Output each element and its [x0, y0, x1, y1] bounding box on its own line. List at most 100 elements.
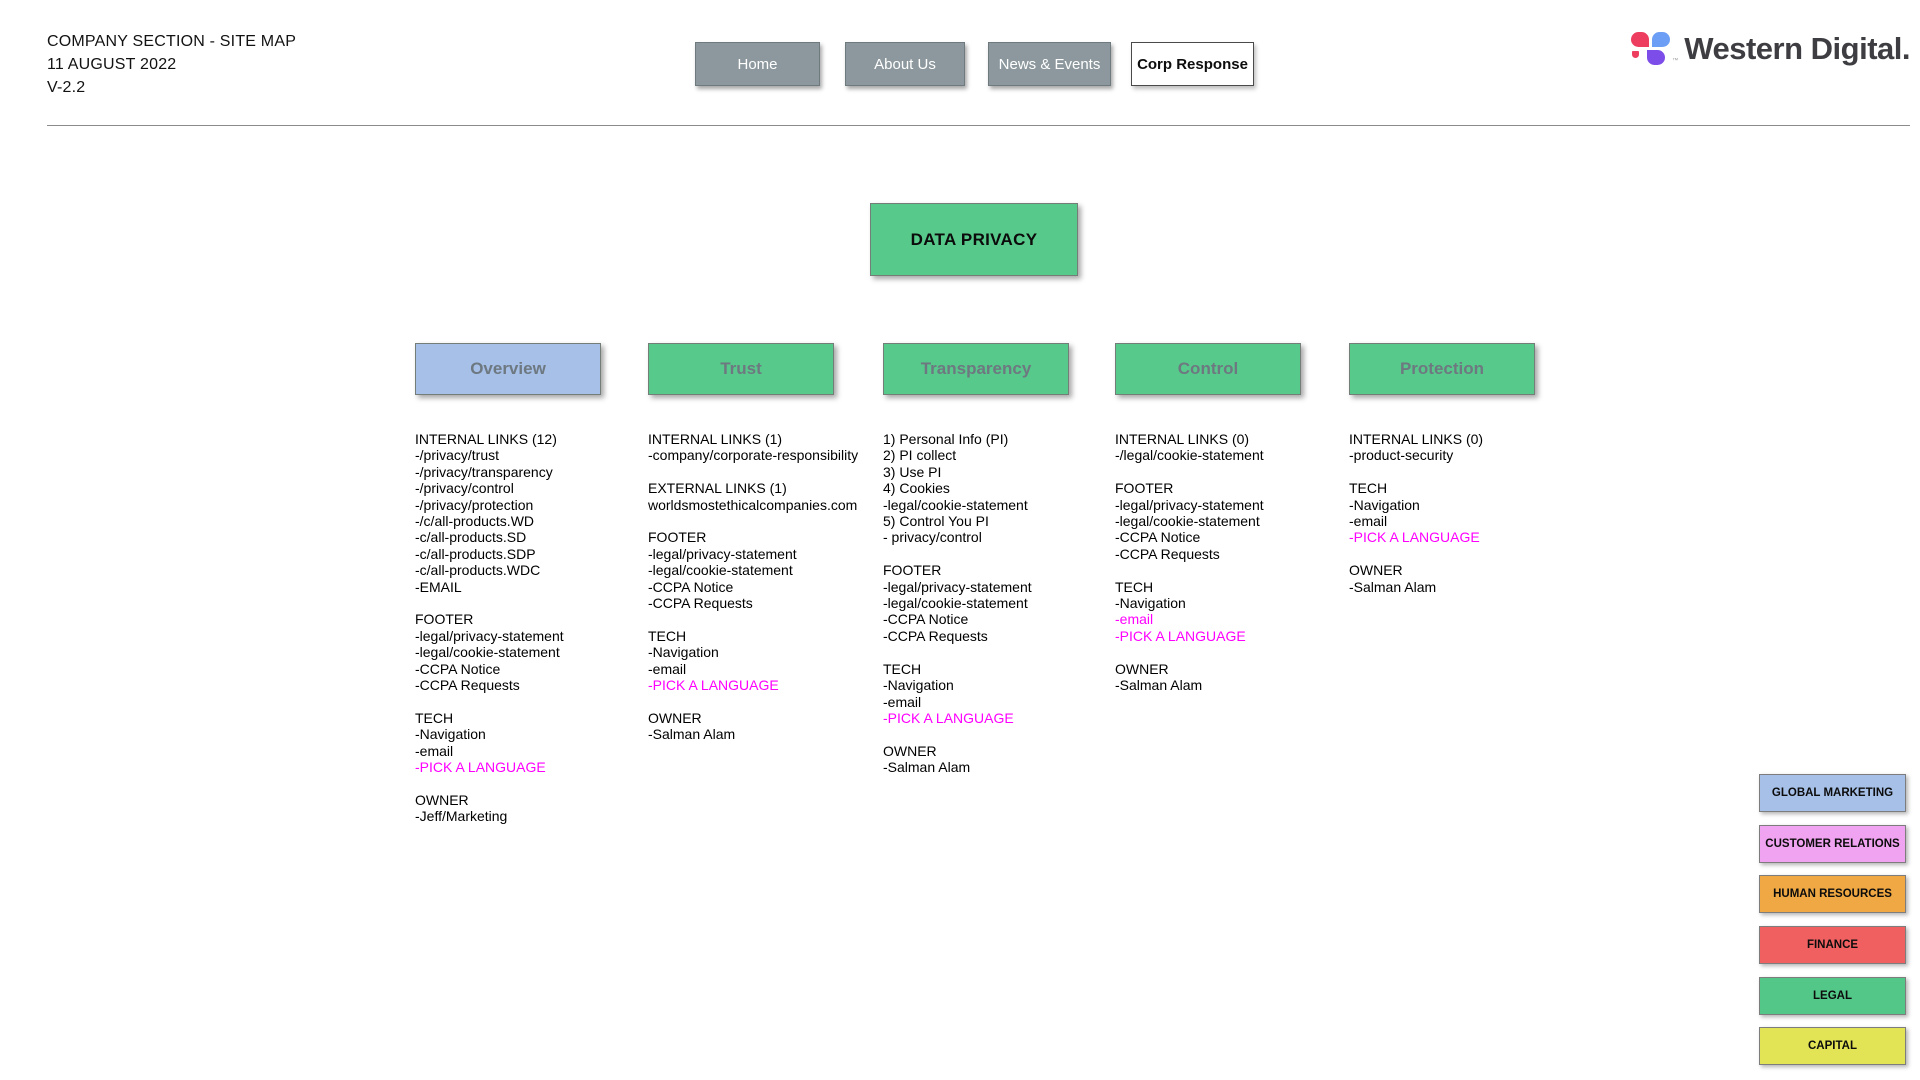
legend-human-resources: HUMAN RESOURCES — [1759, 875, 1906, 913]
sitemap-text-line: -c/all-products.SDP — [415, 545, 536, 562]
sitemap-text-line: TECH — [883, 660, 922, 677]
sitemap-text-line: -PICK A LANGUAGE — [1115, 627, 1246, 644]
node-trust: Trust — [648, 343, 834, 395]
sitemap-text-line: -email — [415, 742, 454, 759]
sitemap-text-line: -CCPA Requests — [883, 627, 988, 644]
sitemap-text-line: -email — [1115, 611, 1154, 628]
header-divider — [47, 125, 1910, 126]
sitemap-text-line: -Navigation — [1115, 595, 1186, 612]
sitemap-text-line: TECH — [1349, 480, 1388, 497]
sitemap-text-line: -legal/cookie-statement — [883, 496, 1028, 513]
sitemap-text-line: EXTERNAL LINKS (1) — [648, 480, 787, 497]
sitemap-text-line: 2) PI collect — [883, 447, 957, 464]
sitemap-text-line: -legal/cookie-statement — [415, 644, 560, 661]
sitemap-text-line: -PICK A LANGUAGE — [648, 677, 779, 694]
sitemap-text-line: TECH — [1115, 578, 1154, 595]
column-overview-details: INTERNAL LINKS (12)-/privacy/trust-/priv… — [415, 431, 640, 825]
sitemap-text-line — [883, 644, 1108, 660]
sitemap-text-line: -Jeff/Marketing — [415, 808, 508, 825]
column-protection-details: INTERNAL LINKS (0)-product-security TECH… — [1349, 431, 1574, 595]
sitemap-text-line: -PICK A LANGUAGE — [415, 759, 546, 776]
sitemap-text-line: -/c/all-products.WD — [415, 513, 535, 530]
sitemap-text-line: -legal/privacy-statement — [648, 545, 797, 562]
sitemap-text-line: -CCPA Requests — [648, 595, 753, 612]
logo-petal-dot — [1632, 51, 1640, 58]
logo-petal-pink — [1631, 32, 1650, 47]
sitemap-text-line: INTERNAL LINKS (12) — [415, 431, 557, 447]
sitemap-text-line — [415, 595, 640, 611]
sitemap-text-line: 4) Cookies — [883, 480, 950, 497]
sitemap-text-line: OWNER — [1115, 660, 1169, 677]
sitemap-text-line: OWNER — [1349, 562, 1403, 579]
sitemap-text-line: 3) Use PI — [883, 463, 942, 480]
sitemap-text-line: -product-security — [1349, 447, 1454, 464]
sitemap-text-line — [415, 776, 640, 792]
sitemap-text-line: -legal/privacy-statement — [1115, 496, 1264, 513]
sitemap-text-line: -Navigation — [883, 677, 954, 694]
sitemap-text-line: -/privacy/transparency — [415, 463, 553, 480]
column-trust-details: INTERNAL LINKS (1)-company/corporate-res… — [648, 431, 873, 743]
document-title: COMPANY SECTION - SITE MAP — [47, 33, 297, 50]
logo-trademark: ™ — [1672, 58, 1679, 64]
nav-button-home[interactable]: Home — [695, 42, 820, 86]
sitemap-text-line: -Navigation — [648, 644, 719, 661]
sitemap-text-line: -email — [1349, 513, 1388, 530]
nav-button-corp-response[interactable]: Corp Response — [1131, 42, 1254, 86]
sitemap-text-line — [883, 726, 1108, 742]
sitemap-text-line — [648, 694, 873, 710]
western-digital-logo-icon: ™ — [1631, 30, 1679, 68]
sitemap-text-line: -legal/cookie-statement — [883, 595, 1028, 612]
legend-customer-relations: CUSTOMER RELATIONS — [1759, 825, 1906, 863]
sitemap-text-line: OWNER — [883, 742, 937, 759]
sitemap-text-line: -/legal/cookie-statement — [1115, 447, 1264, 464]
sitemap-text-line: -/privacy/protection — [415, 496, 534, 513]
nav-button-about-us[interactable]: About Us — [845, 42, 965, 86]
sitemap-text-line — [1349, 464, 1574, 480]
node-control: Control — [1115, 343, 1301, 395]
sitemap-text-line: -PICK A LANGUAGE — [1349, 529, 1480, 546]
node-transparency: Transparency — [883, 343, 1069, 395]
sitemap-text-line: -PICK A LANGUAGE — [883, 709, 1014, 726]
legend-global-marketing: GLOBAL MARKETING — [1759, 774, 1906, 812]
sitemap-text-line — [648, 611, 873, 627]
nav-button-news-events[interactable]: News & Events — [988, 42, 1111, 86]
sitemap-text-line — [648, 513, 873, 529]
sitemap-text-line: 1) Personal Info (PI) — [883, 431, 1009, 447]
sitemap-text-line: INTERNAL LINKS (0) — [1115, 431, 1250, 447]
legend-legal: LEGAL — [1759, 977, 1906, 1015]
node-protection: Protection — [1349, 343, 1535, 395]
brand-name: Western Digital. — [1684, 31, 1910, 66]
logo-petal-blue — [1652, 32, 1671, 47]
sitemap-text-line: -legal/privacy-statement — [883, 578, 1032, 595]
sitemap-text-line: 5) Control You PI — [883, 513, 989, 530]
column-control-details: INTERNAL LINKS (0)-/legal/cookie-stateme… — [1115, 431, 1340, 694]
sitemap-text-line: -EMAIL — [415, 578, 462, 595]
sitemap-text-line: -email — [883, 693, 922, 710]
sitemap-text-line — [415, 694, 640, 710]
sitemap-text-line: INTERNAL LINKS (1) — [648, 431, 783, 447]
sitemap-text-line: OWNER — [415, 791, 469, 808]
sitemap-text-line: -/privacy/control — [415, 480, 514, 497]
sitemap-text-line: -email — [648, 660, 687, 677]
sitemap-text-line: INTERNAL LINKS (0) — [1349, 431, 1484, 447]
legend-capital: CAPITAL — [1759, 1027, 1906, 1065]
sitemap-text-line — [883, 546, 1108, 562]
sitemap-text-line — [1115, 644, 1340, 660]
sitemap-text-line: - privacy/control — [883, 529, 982, 546]
logo-petal-purple — [1647, 50, 1666, 65]
sitemap-text-line: -c/all-products.SD — [415, 529, 527, 546]
sitemap-text-line: -legal/privacy-statement — [415, 627, 564, 644]
sitemap-text-line: -Salman Alam — [648, 726, 736, 743]
sitemap-text-line: FOOTER — [415, 611, 474, 628]
sitemap-text-line: OWNER — [648, 709, 702, 726]
sitemap-text-line: -CCPA Notice — [415, 660, 501, 677]
western-digital-logo: ™ Western Digital. — [1631, 30, 1910, 68]
sitemap-text-line: -Salman Alam — [883, 759, 971, 776]
sitemap-text-line: -CCPA Notice — [1115, 529, 1201, 546]
sitemap-text-line: -legal/cookie-statement — [1115, 513, 1260, 530]
sitemap-text-line: TECH — [415, 709, 454, 726]
sitemap-text-line: FOOTER — [883, 562, 942, 579]
sitemap-text-line: FOOTER — [1115, 480, 1174, 497]
node-data-privacy: DATA PRIVACY — [870, 203, 1078, 276]
